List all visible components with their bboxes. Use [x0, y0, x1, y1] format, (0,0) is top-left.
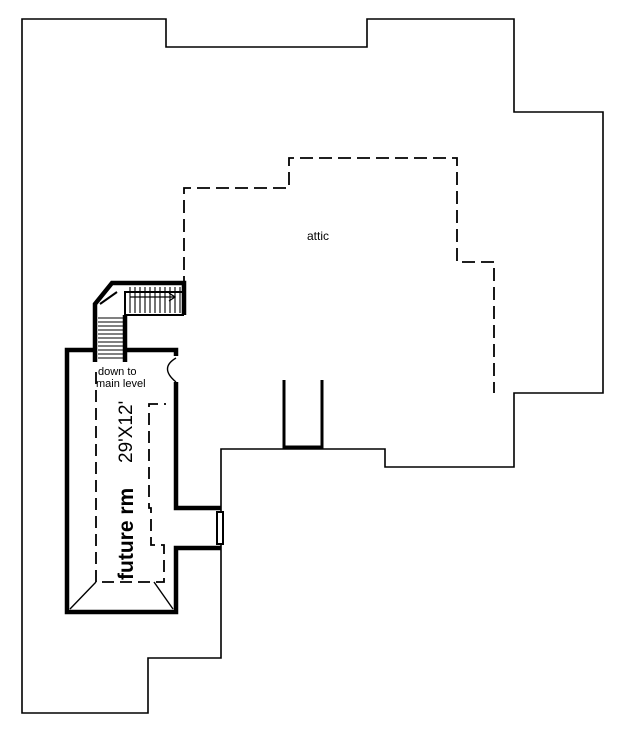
- future-room-walls: [64, 347, 221, 615]
- door-swing: [166, 357, 177, 383]
- knee-wall-corners: [69, 581, 174, 610]
- room-size: 29'X12': [116, 401, 137, 463]
- stair-arrow: [130, 292, 177, 302]
- roof-outline: [21, 18, 604, 714]
- knee-wall: [95, 372, 166, 583]
- stair-treads: [98, 287, 181, 359]
- stair-inner-walls: [99, 291, 184, 316]
- stair-note-line2: main level: [96, 378, 146, 390]
- window: [216, 511, 224, 545]
- stair-note-line1: down to: [98, 366, 137, 378]
- chimney-chase: [282, 380, 324, 449]
- room-name: future rm: [115, 488, 138, 580]
- attic-boundary: [183, 157, 495, 393]
- attic-label: attic: [307, 229, 329, 243]
- stair-walls: [92, 280, 187, 362]
